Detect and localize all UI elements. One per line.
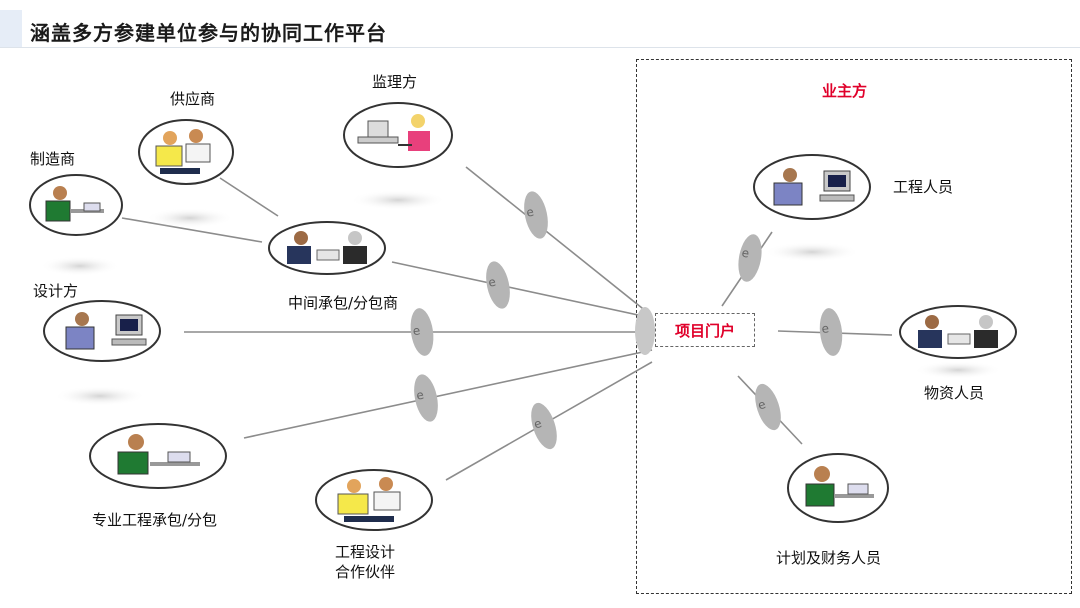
project-portal-label: 项目门户 <box>675 320 735 341</box>
supplier-avatar <box>139 120 233 184</box>
design-partner-avatar <box>316 470 432 530</box>
label-finance-staff: 计划及财务人员 <box>776 547 881 568</box>
label-design-partner-line1: 工程设计 <box>332 541 398 562</box>
intermediate-subcontractor-avatar <box>269 222 385 274</box>
link-supplier-intermediate <box>220 178 278 216</box>
supervisor-avatar <box>344 103 452 167</box>
manufacturer-avatar <box>30 175 122 235</box>
label-supplier: 供应商 <box>170 88 215 109</box>
materials-staff-avatar <box>900 306 1016 358</box>
portal-hub-oval <box>635 307 655 355</box>
label-intermediate-subcontractor: 中间承包/分包商 <box>288 292 398 313</box>
link-intermediate-portal <box>392 262 652 318</box>
label-designer: 设计方 <box>33 280 78 301</box>
project-portal[interactable]: 项目门户 <box>655 313 755 347</box>
link-marker: e <box>408 307 436 358</box>
link-marker: e <box>735 232 765 283</box>
link-marker: e <box>526 400 562 452</box>
label-design-partner-line2: 合作伙伴 <box>332 561 398 582</box>
label-supervisor: 监理方 <box>372 71 417 92</box>
link-specialty-portal <box>244 350 652 438</box>
link-marker: e <box>818 307 845 357</box>
link-marker: e <box>482 259 513 311</box>
link-marker: e <box>410 372 441 424</box>
specialty-subcontractor-avatar <box>90 424 226 488</box>
link-markers: e e e e e e e e <box>408 189 845 452</box>
label-specialty-subcontractor: 专业工程承包/分包 <box>92 509 217 530</box>
label-materials-staff: 物资人员 <box>924 382 984 403</box>
finance-staff-avatar <box>788 454 888 522</box>
designer-avatar <box>44 301 160 361</box>
link-marker: e <box>750 381 786 433</box>
engineering-staff-avatar <box>754 155 870 219</box>
avatar-shadows <box>40 190 1002 406</box>
link-marker: e <box>520 189 551 241</box>
connector-lines <box>122 167 892 480</box>
marker-glyph: e <box>821 321 830 336</box>
owner-group-label: 业主方 <box>822 80 867 101</box>
label-manufacturer: 制造商 <box>30 148 75 169</box>
label-engineering-staff: 工程人员 <box>893 176 953 197</box>
